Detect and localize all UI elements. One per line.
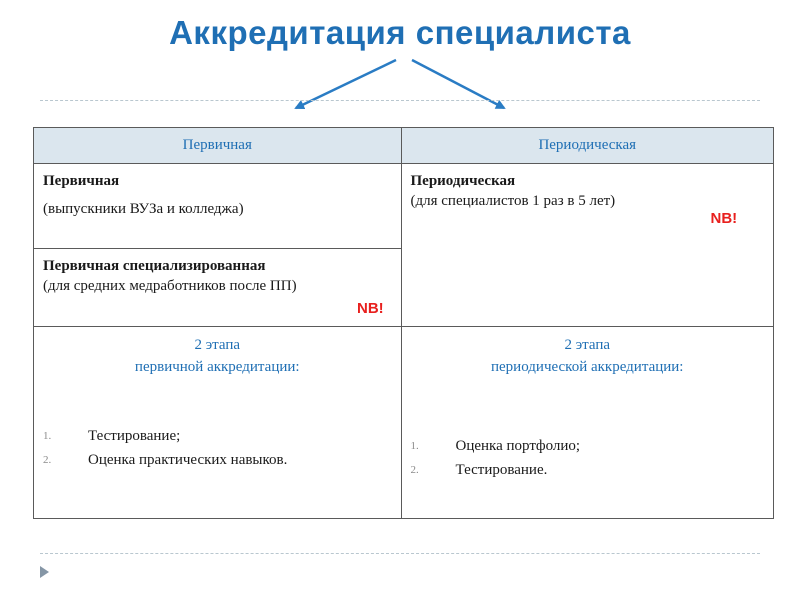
list-item: 1. Тестирование;: [43, 428, 181, 444]
cell-stages-periodic: 2 этапа периодической аккредитации: 1. О…: [400, 326, 774, 519]
primary-specialized-name: Первичная специализированная: [43, 258, 266, 274]
list-item: 2. Оценка практических навыков.: [43, 452, 288, 468]
stages-periodic-count: 2 этапа: [564, 337, 611, 353]
table-row: Первичная (выпускники ВУЗа и колледжа) П…: [33, 163, 774, 327]
cell-periodic: Периодическая (для специалистов 1 раз в …: [400, 163, 774, 327]
table-header-row: Первичная Периодическая: [33, 127, 774, 164]
primary-specialized-desc: (для средних медработников после ПП): [43, 278, 297, 294]
nb-primary-specialized-badge: NB!: [357, 300, 384, 317]
table-row: Первичная специализированная (для средни…: [33, 248, 774, 327]
accreditation-table: Первичная Периодическая Первичная (выпус…: [33, 127, 774, 519]
page-title: Аккредитация специалиста: [169, 14, 631, 51]
stages-periodic-list: 1. Оценка портфолио; 2. Тестирование.: [411, 434, 765, 482]
periodic-desc: (для специалистов 1 раз в 5 лет): [410, 193, 616, 209]
primary-name: Первичная: [43, 173, 120, 189]
list-item: 1. Оценка портфолио;: [410, 438, 581, 454]
primary-desc: (выпускники ВУЗа и колледжа): [43, 201, 244, 217]
cell-primary: Первичная (выпускники ВУЗа и колледжа): [33, 163, 402, 249]
nb-periodic-badge: NB!: [710, 210, 738, 227]
stages-primary-title: первичной аккредитации:: [134, 359, 300, 375]
stages-primary-count: 2 этапа: [194, 337, 241, 353]
divider-bottom: [40, 553, 760, 554]
stages-periodic-title: периодической аккредитации:: [491, 359, 684, 375]
cell-primary-specialized: Первичная специализированная (для средни…: [33, 248, 402, 327]
table-row: 2 этапа первичной аккредитации: 1. Тести…: [33, 326, 774, 519]
stages-primary-list: 1. Тестирование; 2. Оценка практических …: [43, 424, 392, 472]
header-primary: Первичная: [33, 127, 402, 164]
periodic-name: Периодическая: [410, 173, 516, 189]
split-arrows: [294, 58, 506, 110]
slide-marker-icon: [40, 566, 49, 578]
header-periodic: Периодическая: [400, 127, 774, 164]
cell-stages-primary: 2 этапа первичной аккредитации: 1. Тести…: [33, 326, 402, 519]
list-item: 2. Тестирование.: [410, 462, 548, 478]
divider-top: [40, 100, 760, 101]
